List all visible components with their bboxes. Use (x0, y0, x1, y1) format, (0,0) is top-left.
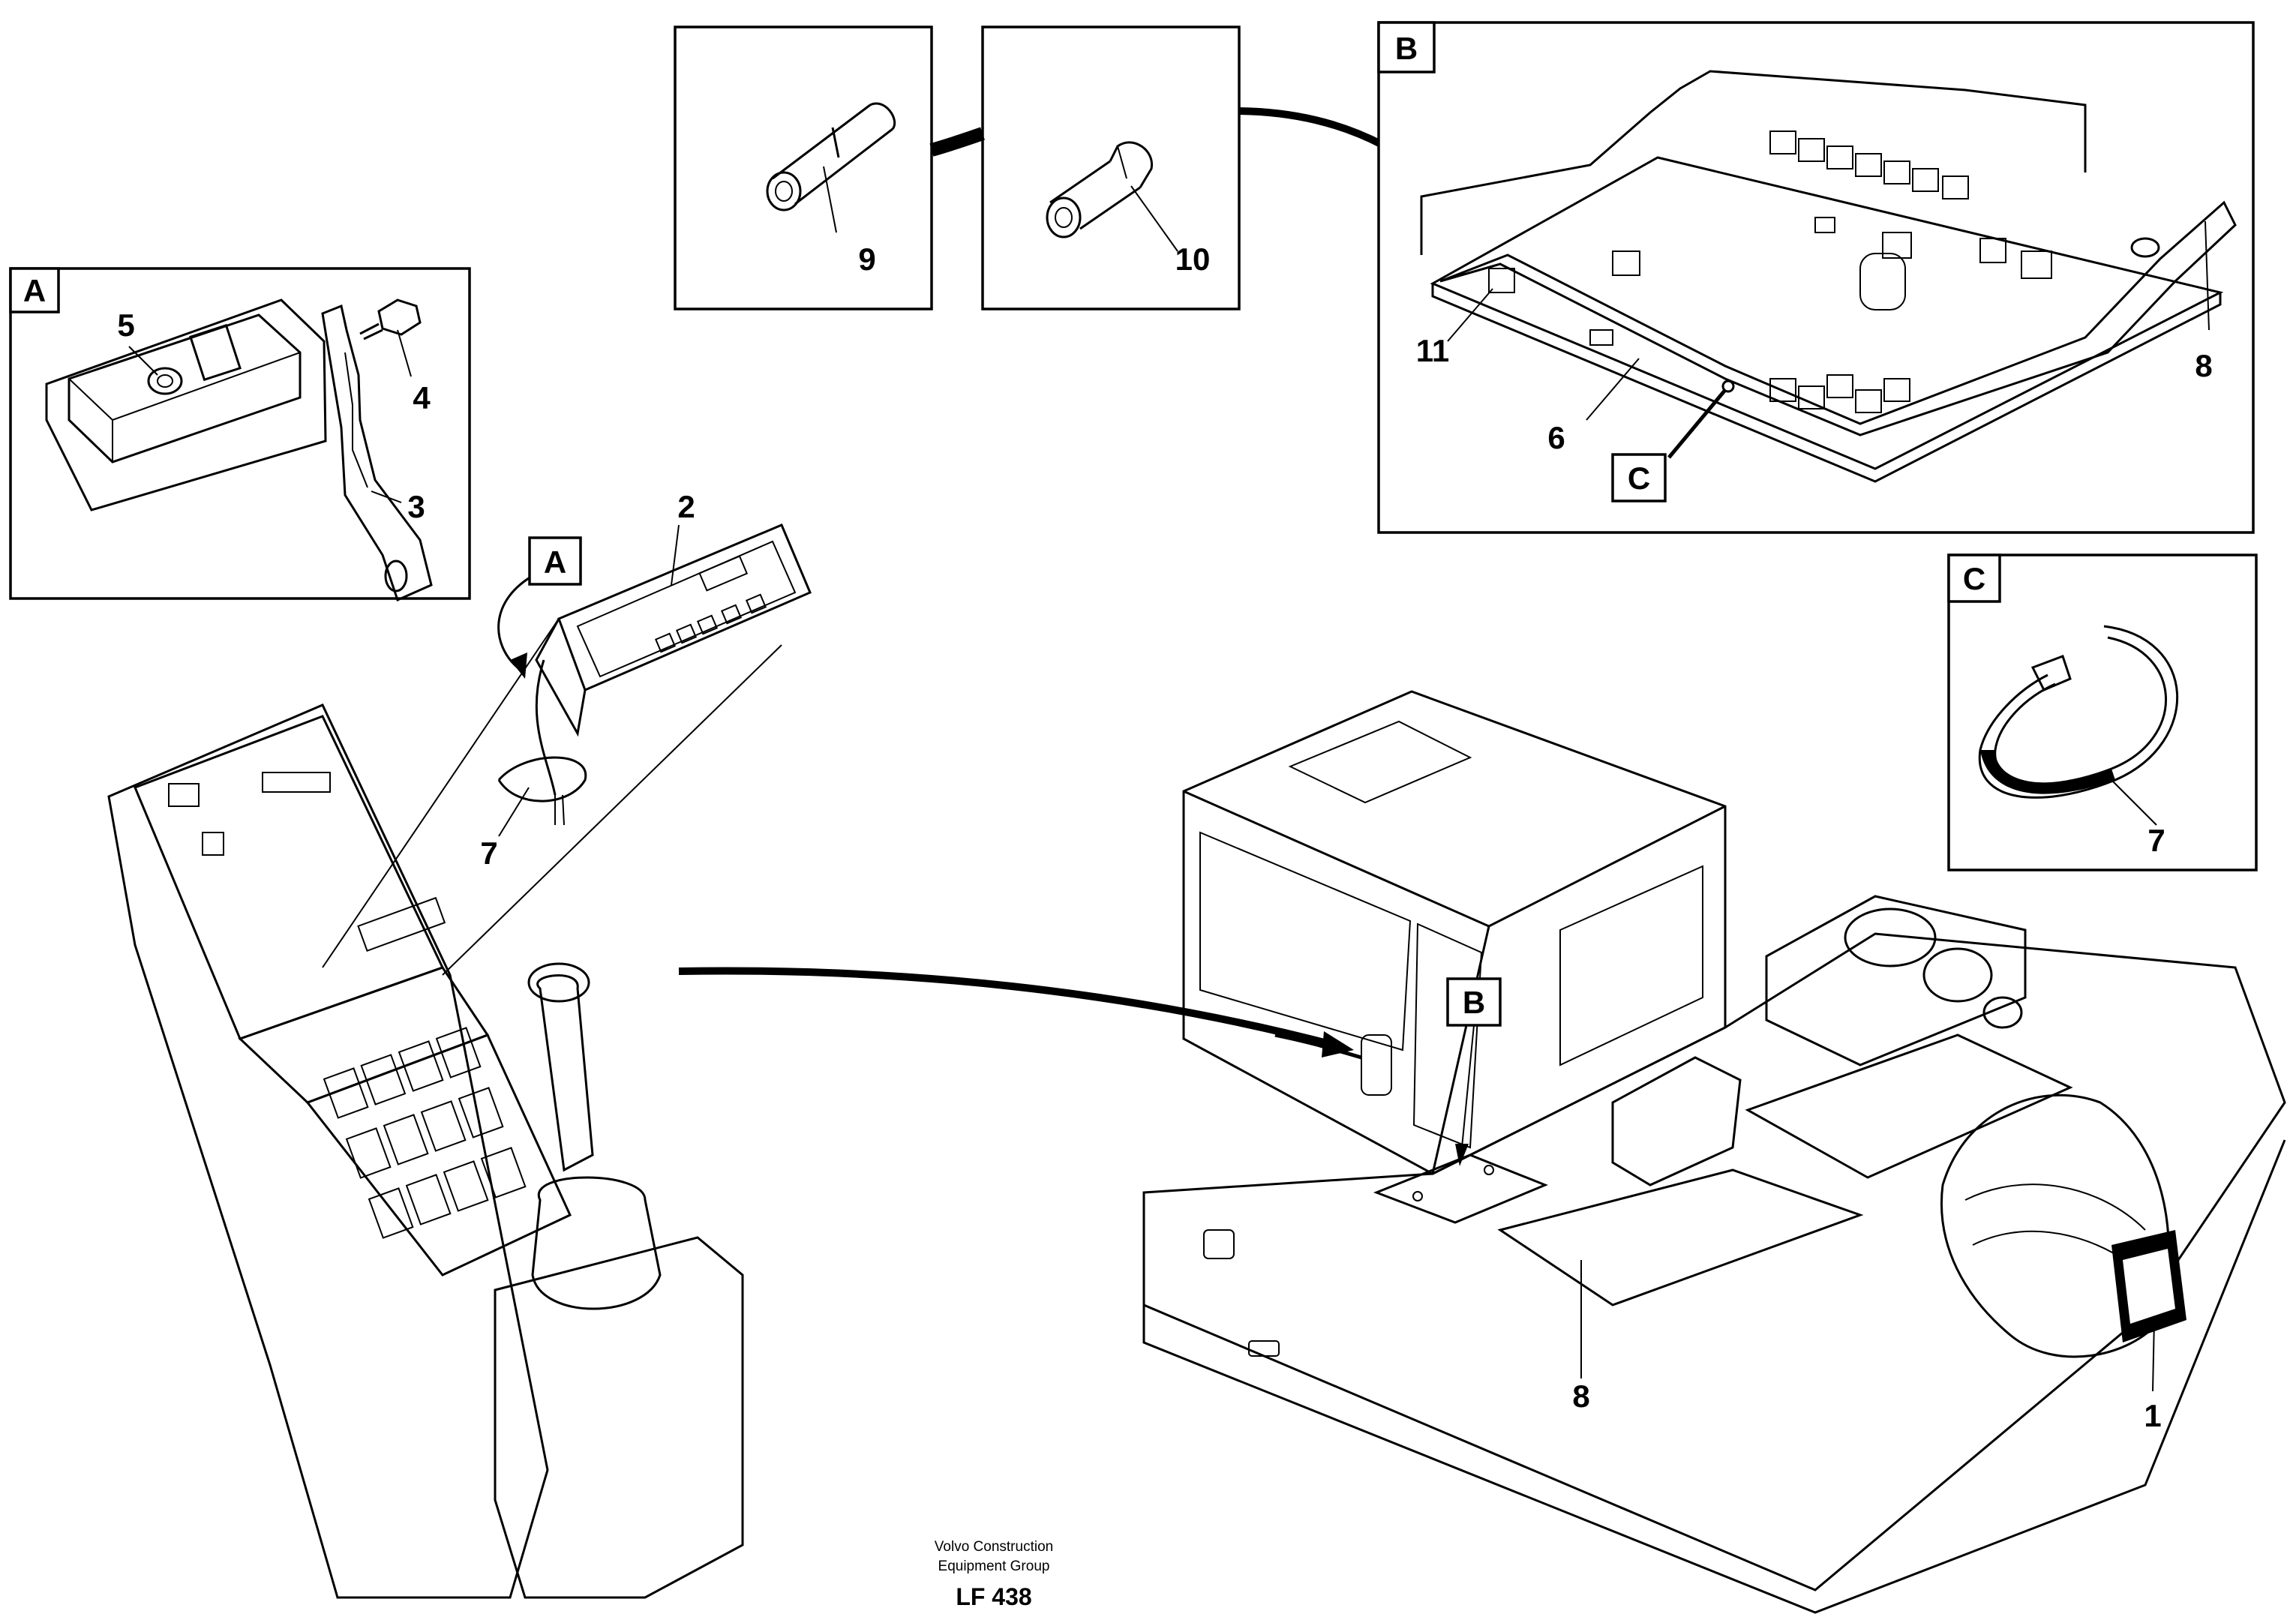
detail-a-frame (9, 267, 471, 600)
leader-8-board (2204, 220, 2210, 331)
detail-pin-9-panel: 9 (674, 26, 933, 310)
ref-a-badge (528, 536, 582, 586)
detail-10-frame (981, 26, 1241, 310)
detail-9-frame (674, 26, 933, 310)
label-8-machine: 8 (1572, 1378, 1589, 1414)
leader-1 (2152, 1319, 2155, 1392)
panel-to-cab-arrow (678, 967, 1340, 1050)
arrowhead (510, 652, 527, 679)
projection-line-1 (322, 618, 560, 968)
tie-serration (1980, 750, 2115, 794)
label-7-detail: 7 (2147, 823, 2165, 858)
leader-3 (371, 490, 402, 503)
ref-b-letter: B (1463, 985, 1485, 1020)
label-8-board: 8 (2195, 348, 2212, 383)
arrowhead (1322, 1031, 1354, 1058)
ref-a-arrow (497, 572, 537, 669)
label-3: 3 (407, 489, 425, 524)
label-11: 11 (1416, 333, 1449, 368)
leader-c (1667, 388, 1727, 459)
detail-b-badge (1377, 21, 1436, 74)
detail-pin-10-panel: 10 (981, 26, 1241, 310)
ref-c-badge (1611, 453, 1667, 502)
ref-a-letter: A (544, 544, 566, 580)
leader-10 (1130, 185, 1178, 252)
relay-board-drawing (1420, 70, 2237, 483)
footer-company: Volvo Construction (935, 1539, 1053, 1555)
cable-tie-drawing (1978, 625, 2178, 799)
drawing-code: LF 438 (956, 1583, 1031, 1610)
ref-c-letter: C (1628, 460, 1650, 496)
detail-a-letter: A (23, 273, 46, 308)
unit-housing-drawing (45, 298, 327, 512)
detail-a-badge (9, 267, 60, 314)
leader-5 (128, 346, 158, 376)
detail-b-panel: B (1377, 21, 2255, 534)
label-9: 9 (858, 242, 875, 277)
label-10: 10 (1175, 242, 1211, 277)
label-2: 2 (677, 489, 695, 524)
arrowhead (1455, 1144, 1469, 1166)
detail-c-badge (1947, 554, 2001, 603)
leader-4 (397, 329, 412, 377)
detail-a-panel: A 5 4 3 (9, 267, 471, 602)
connector-pin-9-drawing (766, 102, 896, 212)
excavator-body-drawing (1142, 690, 2286, 1614)
leader-7-panel (498, 787, 530, 837)
label-6: 6 (1547, 420, 1565, 455)
label-7-panel: 7 (480, 836, 497, 871)
label-4: 4 (413, 380, 431, 416)
display-unit-drawing (497, 524, 812, 826)
leader-2 (671, 524, 680, 586)
label-5: 5 (117, 308, 134, 343)
ref-b-badge (1446, 977, 1502, 1027)
leader-7-detail (2103, 772, 2157, 826)
bolt-drawing (359, 298, 422, 340)
leader-11 (1447, 288, 1493, 342)
detail-b-letter: B (1395, 31, 1418, 66)
bracket-drawing (321, 304, 433, 602)
detail-b-frame (1377, 21, 2255, 534)
connector-pin-10-drawing (1046, 141, 1153, 238)
detail-c-letter: C (1963, 561, 1985, 596)
operator-console-drawing (107, 704, 744, 1599)
footer-block: Volvo Construction Equipment Group LF 43… (935, 1539, 1053, 1610)
ref-b-pointer (1460, 1024, 1475, 1156)
detail-c-panel: C 7 (1947, 554, 2258, 872)
pin-connector-band (929, 127, 985, 157)
label-1: 1 (2144, 1398, 2161, 1433)
leader-6 (1586, 358, 1640, 421)
leader-9 (823, 166, 837, 233)
projection-line-2 (442, 644, 782, 976)
footer-group: Equipment Group (938, 1558, 1050, 1574)
